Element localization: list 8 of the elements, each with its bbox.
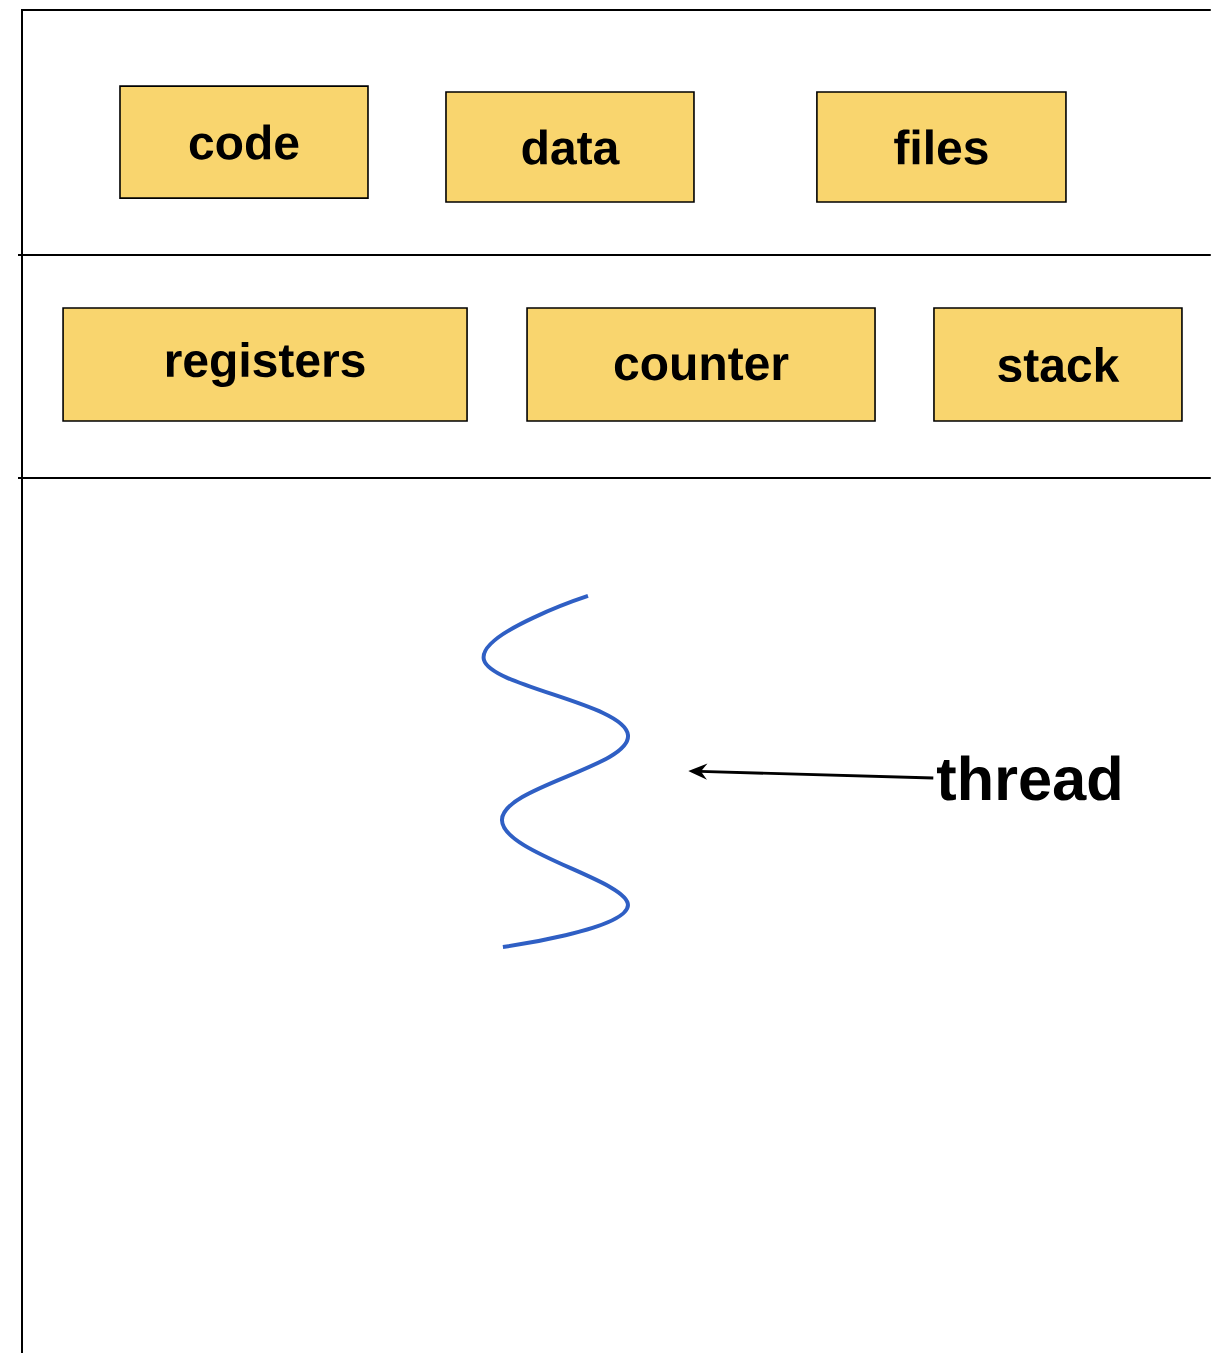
label-box: files (816, 91, 1067, 203)
label-box: stack (933, 307, 1183, 422)
wavy-line-drawing (482, 594, 631, 949)
label-box: data (445, 91, 695, 203)
label-box: counter (526, 307, 876, 422)
label-box: code (119, 85, 369, 199)
thread-label: thread (937, 755, 1120, 801)
label-box: registers (62, 307, 468, 422)
